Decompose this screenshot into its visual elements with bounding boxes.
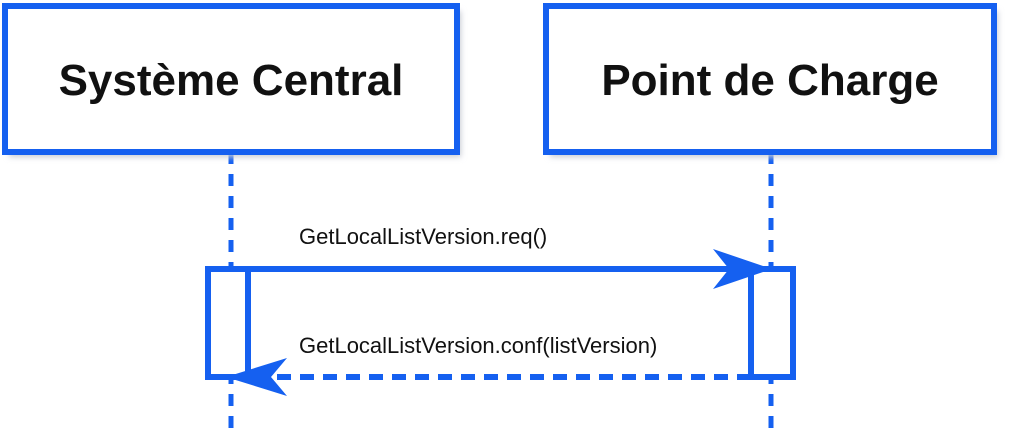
message-request: GetLocalListVersion.req() [248, 224, 772, 289]
message-response: GetLocalListVersion.conf(listVersion) [226, 333, 751, 396]
arrowhead-right-icon [713, 249, 772, 289]
activation-bar-point-de-charge [748, 266, 796, 380]
message-label-request: GetLocalListVersion.req() [299, 224, 547, 249]
participant-systeme-central: Système Central [2, 3, 461, 157]
participant-box [2, 3, 460, 155]
participant-label-point-de-charge: Point de Charge [601, 56, 938, 105]
activation-bar-systeme-central [205, 266, 251, 380]
arrowhead-left-icon [226, 358, 287, 396]
participant-box [543, 3, 997, 155]
participant-label-systeme-central: Système Central [59, 56, 404, 105]
message-label-response: GetLocalListVersion.conf(listVersion) [299, 333, 657, 358]
participant-point-de-charge: Point de Charge [543, 3, 998, 157]
